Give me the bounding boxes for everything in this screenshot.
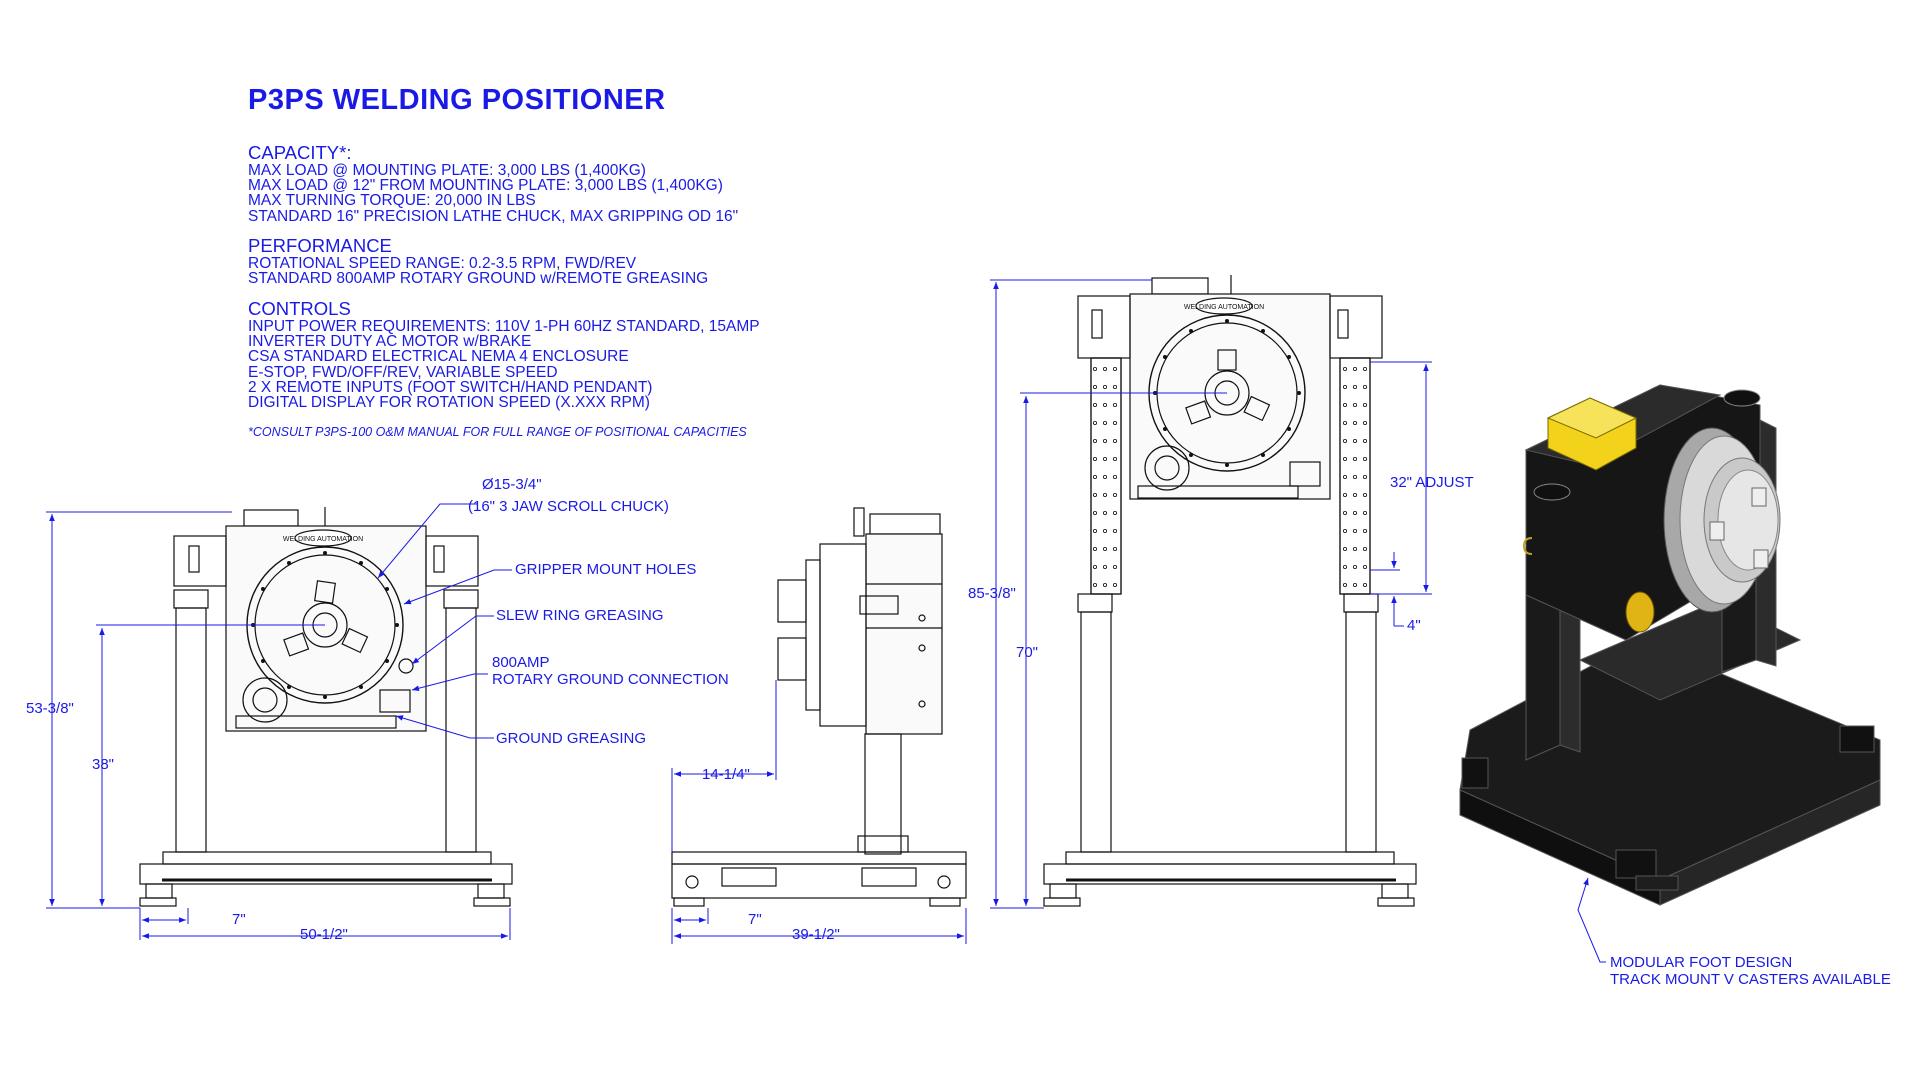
iso-foot (1839, 725, 1875, 753)
raised-view (1043, 275, 1417, 907)
performance-section: PERFORMANCE ROTATIONAL SPEED RANGE: 0.2-… (248, 235, 709, 288)
slew-ring-label: SLEW RING GREASING (496, 607, 664, 624)
side-chuck (805, 559, 821, 711)
raised-left-column (1080, 611, 1112, 853)
side-top-box (869, 513, 941, 535)
chuck-diameter-label: Ø15-3/4" (482, 476, 542, 493)
controls-line: E-STOP, FWD/OFF/REV, VARIABLE SPEED (248, 363, 558, 381)
side-housing (865, 533, 943, 735)
raised-top-box (1151, 277, 1209, 295)
front-top-box (243, 509, 299, 527)
controls-line: INPUT POWER REQUIREMENTS: 110V 1-PH 60HZ… (248, 318, 760, 335)
dim-front-foot: 7" (232, 911, 246, 928)
gripper-holes-label: GRIPPER MOUNT HOLES (515, 561, 697, 578)
side-base-frame (671, 863, 967, 899)
ground-greasing-label: GROUND GREASING (496, 730, 647, 747)
raised-logo: WELDING AUTOMATION (1184, 304, 1264, 311)
front-left-collar (173, 589, 209, 609)
front-ring-holes (251, 551, 399, 699)
front-logo: WELDING AUTOMATION (283, 536, 363, 543)
isometric-view (1459, 384, 1881, 906)
raised-left-bracket (1077, 295, 1131, 359)
iso-foot (1461, 757, 1489, 789)
iso-foot (1615, 849, 1657, 879)
raised-ring-holes (1153, 319, 1301, 467)
rotary-ground-label: 800AMP ROTARY GROUND CONNECTION (492, 654, 729, 688)
performance-line: ROTATIONAL SPEED RANGE: 0.2-3.5 RPM, FWD… (248, 255, 637, 272)
side-faceplate (819, 543, 867, 727)
raised-housing (1129, 293, 1331, 500)
raised-left-collar (1077, 593, 1113, 613)
footnote: *CONSULT P3PS-100 O&M MANUAL FOR FULL RA… (248, 425, 747, 439)
controls-line: 2 X REMOTE INPUTS (FOOT SWITCH/HAND PEND… (248, 378, 653, 396)
capacity-heading: CAPACITY*: (248, 142, 352, 163)
capacity-line: MAX TURNING TORQUE: 20,000 IN LBS (248, 192, 536, 210)
controls-heading: CONTROLS (248, 298, 351, 319)
rotary-ground-label-line: ROTARY GROUND CONNECTION (492, 671, 729, 688)
drawing-title: P3PS WELDING POSITIONER (248, 84, 666, 116)
controls-section: CONTROLS INPUT POWER REQUIREMENTS: 110V … (248, 298, 760, 412)
performance-line: STANDARD 800AMP ROTARY GROUND w/REMOTE G… (248, 270, 709, 288)
capacity-section: CAPACITY*: MAX LOAD @ MOUNTING PLATE: 3,… (248, 143, 738, 224)
capacity-line: MAX LOAD @ MOUNTING PLATE: 3,000 LBS (1,… (248, 162, 646, 179)
capacity-line: STANDARD 16" PRECISION LATHE CHUCK, MAX … (248, 207, 739, 225)
dimension-lines (46, 279, 1606, 963)
dim-side-foot: 7" (748, 911, 762, 928)
raised-base-plate (1065, 851, 1395, 865)
front-right-column (445, 607, 477, 853)
front-right-collar (443, 589, 479, 609)
controls-line: CSA STANDARD ELECTRICAL NEMA 4 ENCLOSURE (248, 348, 629, 366)
rotary-ground-label-line: 800AMP (492, 654, 550, 671)
chuck-type-label: (16" 3 JAW SCROLL CHUCK) (468, 498, 669, 515)
raised-base-frame (1043, 863, 1417, 885)
dim-adjust: 32" ADJUST (1390, 474, 1474, 491)
dim-adjust-step: 4" (1407, 617, 1421, 634)
raised-right-column (1345, 611, 1377, 853)
front-base-plate (162, 851, 492, 865)
controls-line: INVERTER DUTY AC MOTOR w/BRAKE (248, 333, 532, 351)
capacity-line: MAX LOAD @ 12" FROM MOUNTING PLATE: 3,00… (248, 177, 723, 195)
side-column (864, 733, 902, 855)
dim-raised-height: 85-3/8" (968, 585, 1016, 602)
front-left-bracket (173, 535, 227, 587)
side-base-plate (671, 851, 967, 865)
front-base-frame (139, 863, 513, 885)
front-view (139, 507, 513, 907)
side-view (671, 507, 967, 907)
raised-right-collar (1343, 593, 1379, 613)
front-left-column (175, 607, 207, 853)
modular-foot-label-line: TRACK MOUNT V CASTERS AVAILABLE (1610, 971, 1891, 988)
performance-heading: PERFORMANCE (248, 235, 392, 256)
modular-foot-label: MODULAR FOOT DESIGN TRACK MOUNT V CASTER… (1610, 954, 1891, 988)
controls-line: DIGITAL DISPLAY FOR ROTATION SPEED (X.XX… (248, 394, 650, 412)
modular-foot-label-line: MODULAR FOOT DESIGN (1610, 954, 1793, 971)
